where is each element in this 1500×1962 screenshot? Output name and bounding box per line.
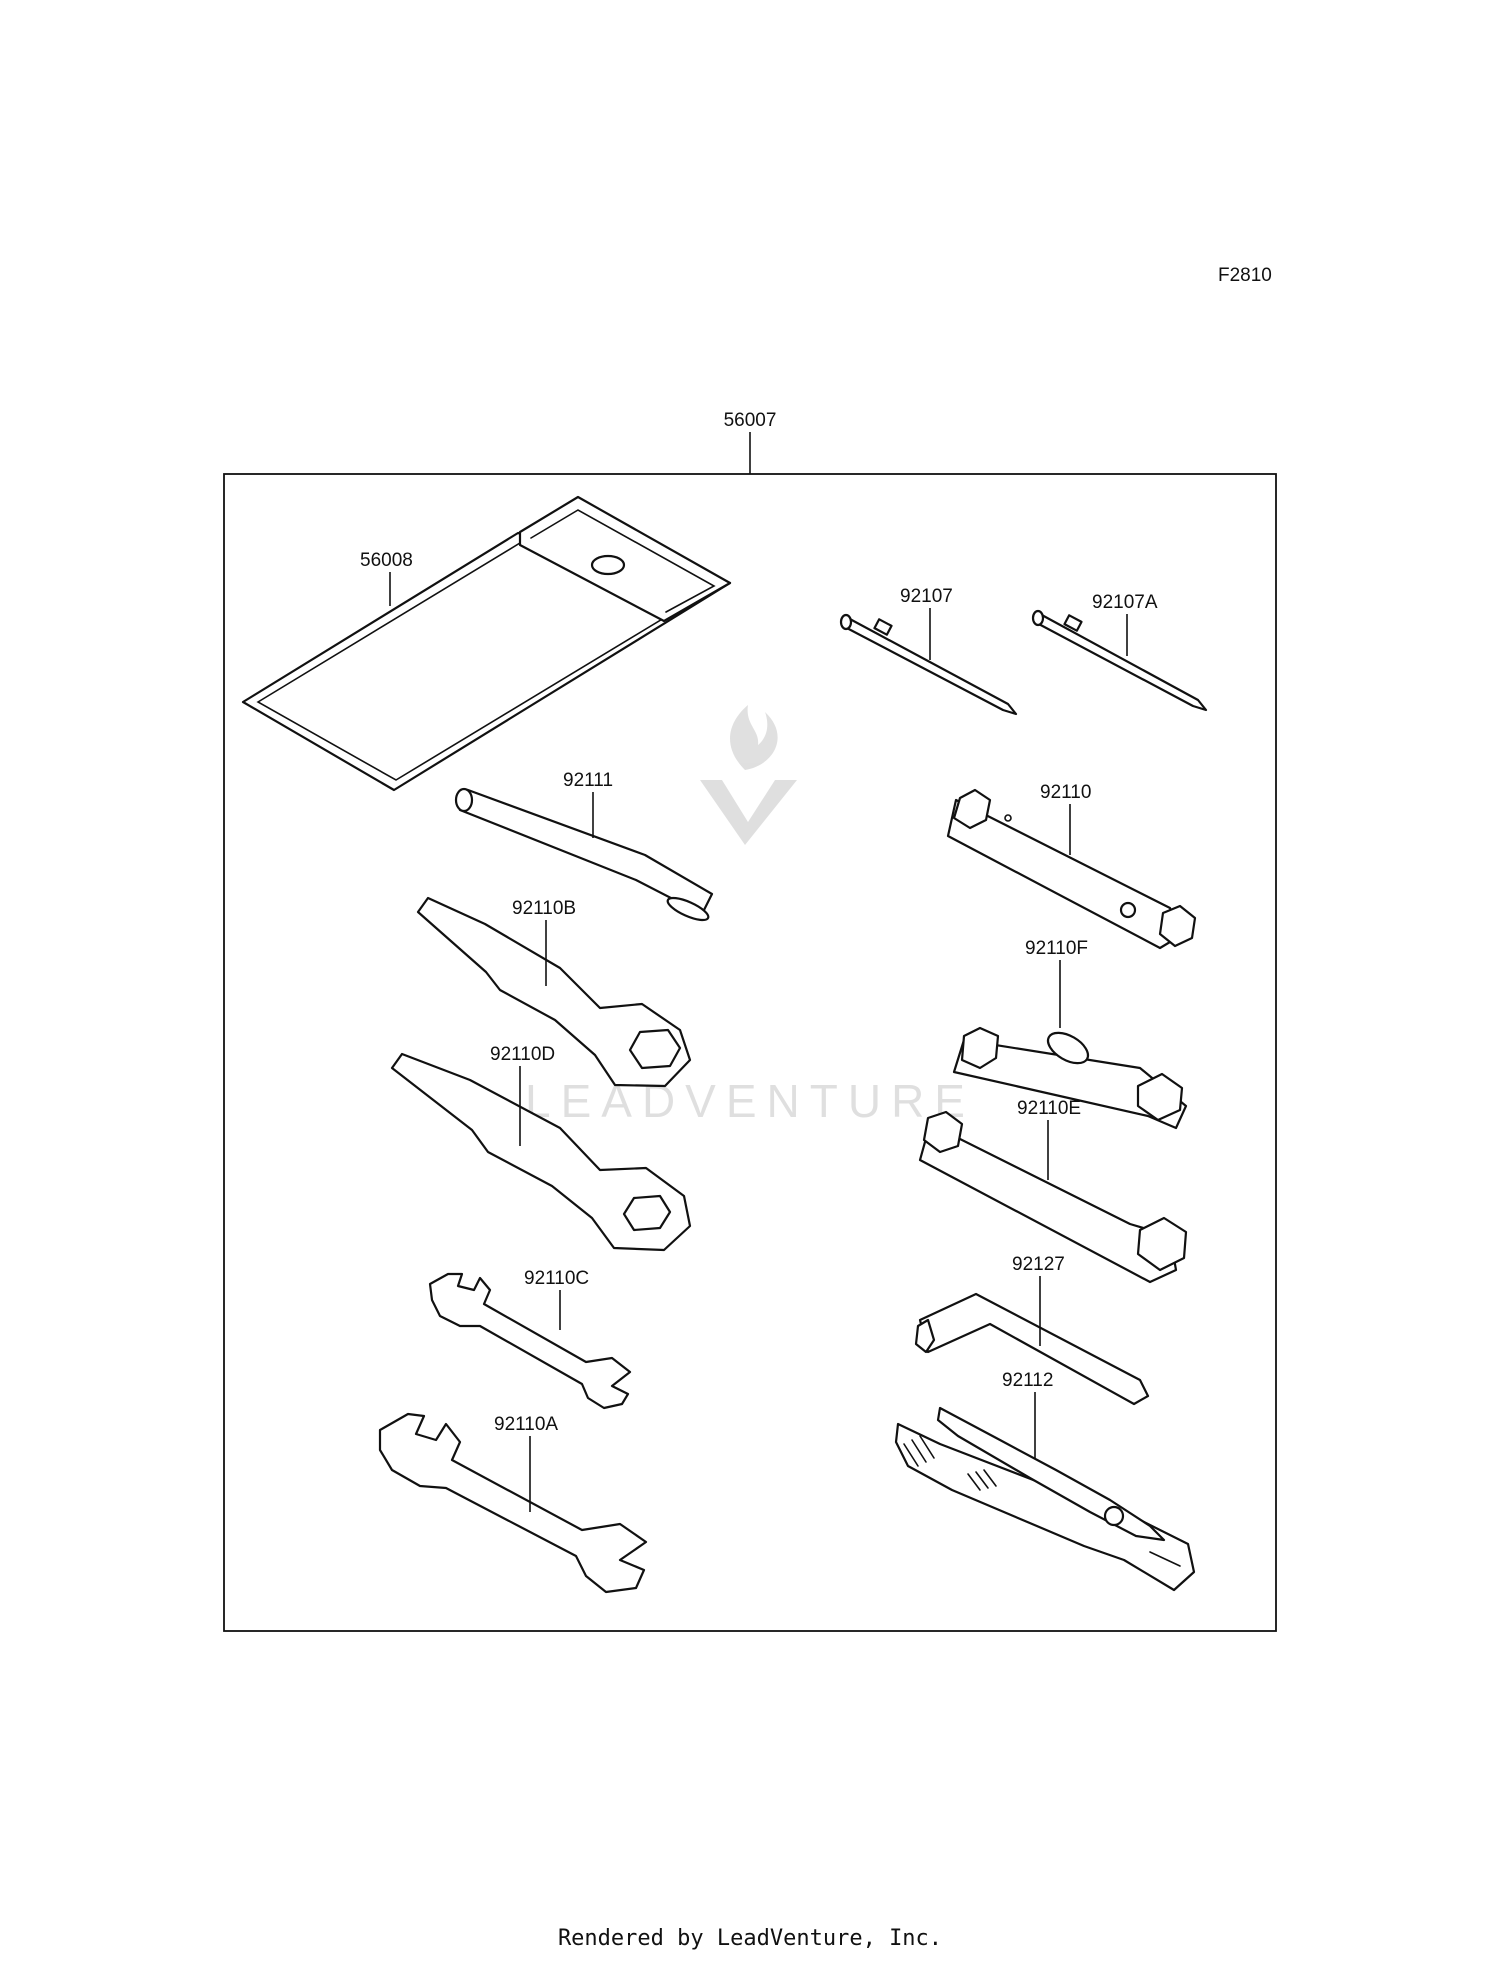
screwdriver-92107-drawing [839, 613, 1018, 716]
label-92110a: 92110A [494, 1414, 558, 1435]
hex-key-92127-drawing [914, 1292, 1150, 1406]
label-92111: 92111 [563, 770, 613, 791]
label-92127: 92127 [1012, 1254, 1065, 1275]
tool-pouch-drawing [241, 495, 732, 792]
socket-92110e-drawing [918, 1110, 1188, 1284]
open-wrench-92110c-drawing [428, 1272, 632, 1410]
label-92110b: 92110B [512, 898, 576, 919]
label-92110e: 92110E [1017, 1098, 1081, 1119]
socket-92110f-drawing [952, 1026, 1188, 1130]
socket-wrench-92110-drawing [946, 788, 1197, 950]
label-56008: 56008 [360, 550, 413, 571]
label-92107a: 92107A [1092, 592, 1158, 613]
assembly-label: 56007 [724, 410, 777, 431]
assembly-box [223, 473, 1277, 1632]
leadventure-watermark: LEADVENTURE [525, 705, 975, 1127]
box-wrench-92110b-drawing [416, 896, 692, 1088]
label-92110c: 92110C [524, 1268, 589, 1289]
screwdriver-92107a-drawing [1031, 609, 1208, 712]
watermark-text: LEADVENTURE [525, 1075, 975, 1127]
label-92110: 92110 [1040, 782, 1091, 803]
diagram-code: F2810 [1218, 265, 1272, 286]
handle-92111-drawing [454, 787, 714, 922]
label-92112: 92112 [1002, 1370, 1053, 1391]
pliers-92112-drawing [894, 1406, 1196, 1592]
box-wrench-92110d-drawing [390, 1052, 692, 1252]
label-92107: 92107 [900, 586, 953, 607]
footer-credit: Rendered by LeadVenture, Inc. [557, 1926, 943, 1951]
label-92110f: 92110F [1025, 938, 1088, 959]
open-wrench-92110a-drawing [378, 1412, 648, 1594]
label-92110d: 92110D [490, 1044, 555, 1065]
